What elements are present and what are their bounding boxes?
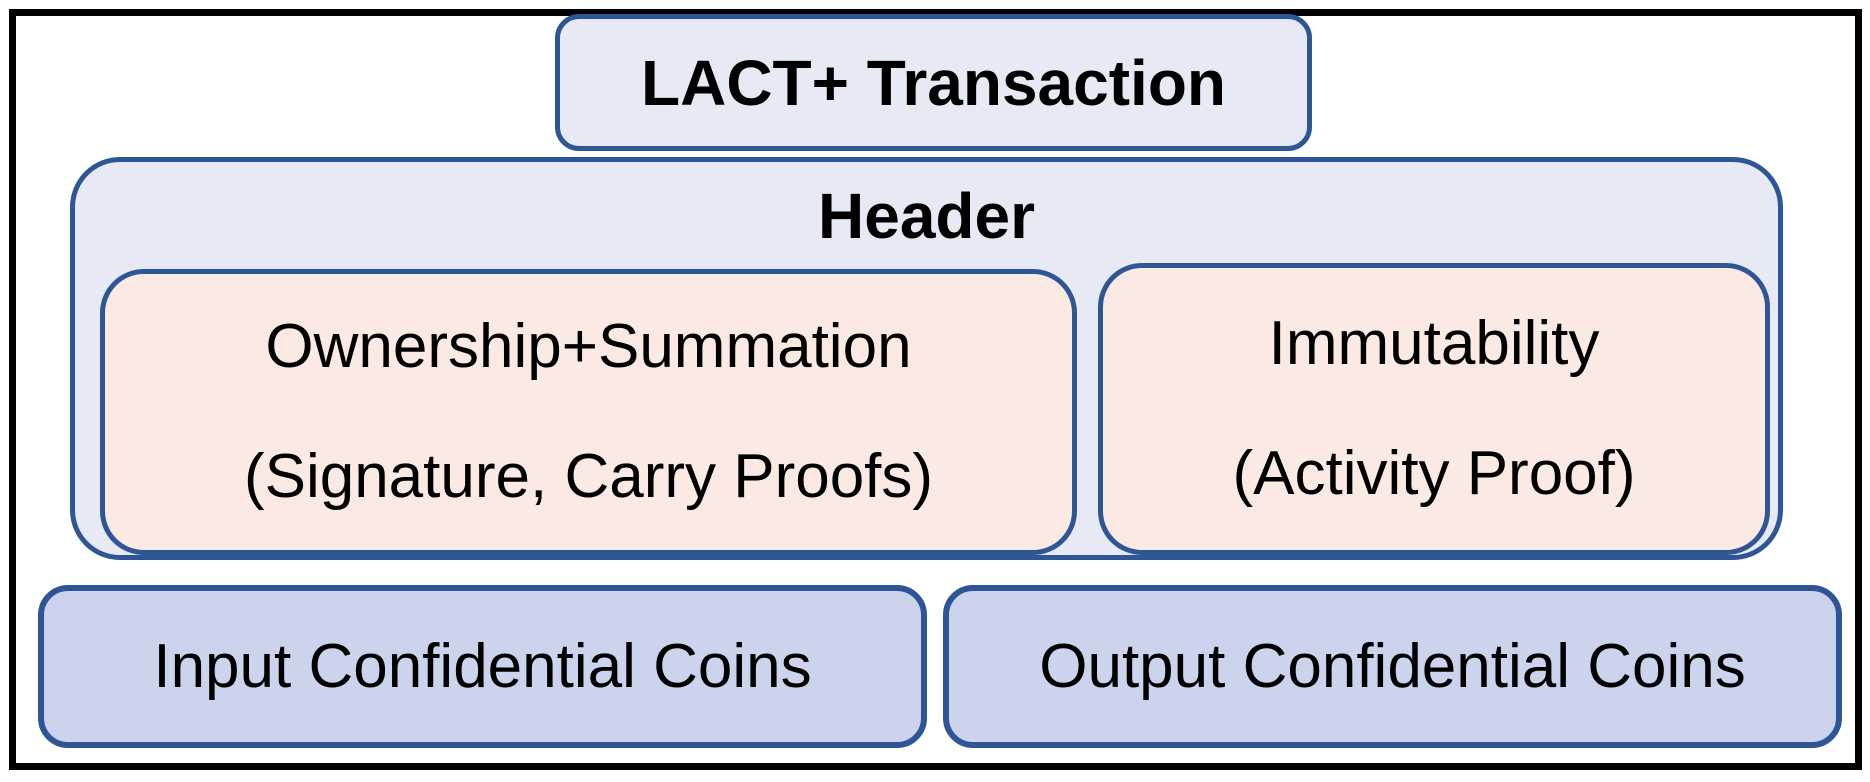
immutability-box: Immutability (Activity Proof) [1098,263,1770,555]
output-confidential-coins-label: Output Confidential Coins [1039,632,1746,701]
transaction-title-label: LACT+ Transaction [641,46,1226,119]
header-label: Header [818,180,1035,252]
ownership-summation-label: Ownership+Summation [265,312,912,381]
output-confidential-coins-box: Output Confidential Coins [943,585,1842,748]
activity-proof-label: (Activity Proof) [1232,439,1636,508]
outer-frame [9,9,1862,770]
input-confidential-coins-label: Input Confidential Coins [153,632,812,701]
signature-carry-proofs-label: (Signature, Carry Proofs) [243,442,934,511]
immutability-label: Immutability [1268,309,1600,378]
ownership-summation-box: Ownership+Summation (Signature, Carry Pr… [100,269,1077,555]
transaction-title-box: LACT+ Transaction [555,14,1312,151]
input-confidential-coins-box: Input Confidential Coins [38,585,927,748]
header-box: Header Ownership+Summation (Signature, C… [70,157,1783,560]
